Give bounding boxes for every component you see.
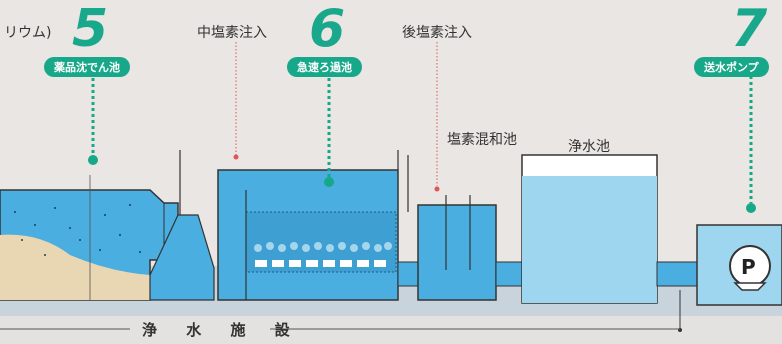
step-6-label: 急速ろ過池 (287, 57, 362, 77)
mixing-tank-label: 塩素混和池 (447, 132, 517, 148)
mid-chlorine-marker (233, 154, 239, 160)
clear-well (521, 154, 658, 304)
mixing-tank (417, 195, 497, 301)
sedimentation-basin (0, 175, 179, 301)
prior-step-fragment: リウム) (4, 25, 52, 41)
clear-well-label: 浄水池 (568, 139, 610, 155)
pump-symbol: P (741, 255, 756, 279)
step-7-number: 7 (731, 0, 768, 59)
step-5-label: 薬品沈でん池 (44, 57, 130, 77)
post-chlorine-label: 後塩素注入 (402, 25, 472, 41)
step-7-label: 送水ポンプ (694, 57, 769, 77)
step-6-number: 6 (309, 0, 346, 59)
channel (149, 214, 215, 301)
rapid-filter (217, 150, 409, 301)
mid-chlorine-label: 中塩素注入 (197, 25, 267, 41)
step-5-number: 5 (72, 0, 109, 59)
pump-house (696, 224, 782, 306)
post-chlorine-marker (434, 186, 440, 192)
footer-label: 浄 水 施 設 (142, 321, 302, 339)
footer-band (0, 316, 782, 344)
